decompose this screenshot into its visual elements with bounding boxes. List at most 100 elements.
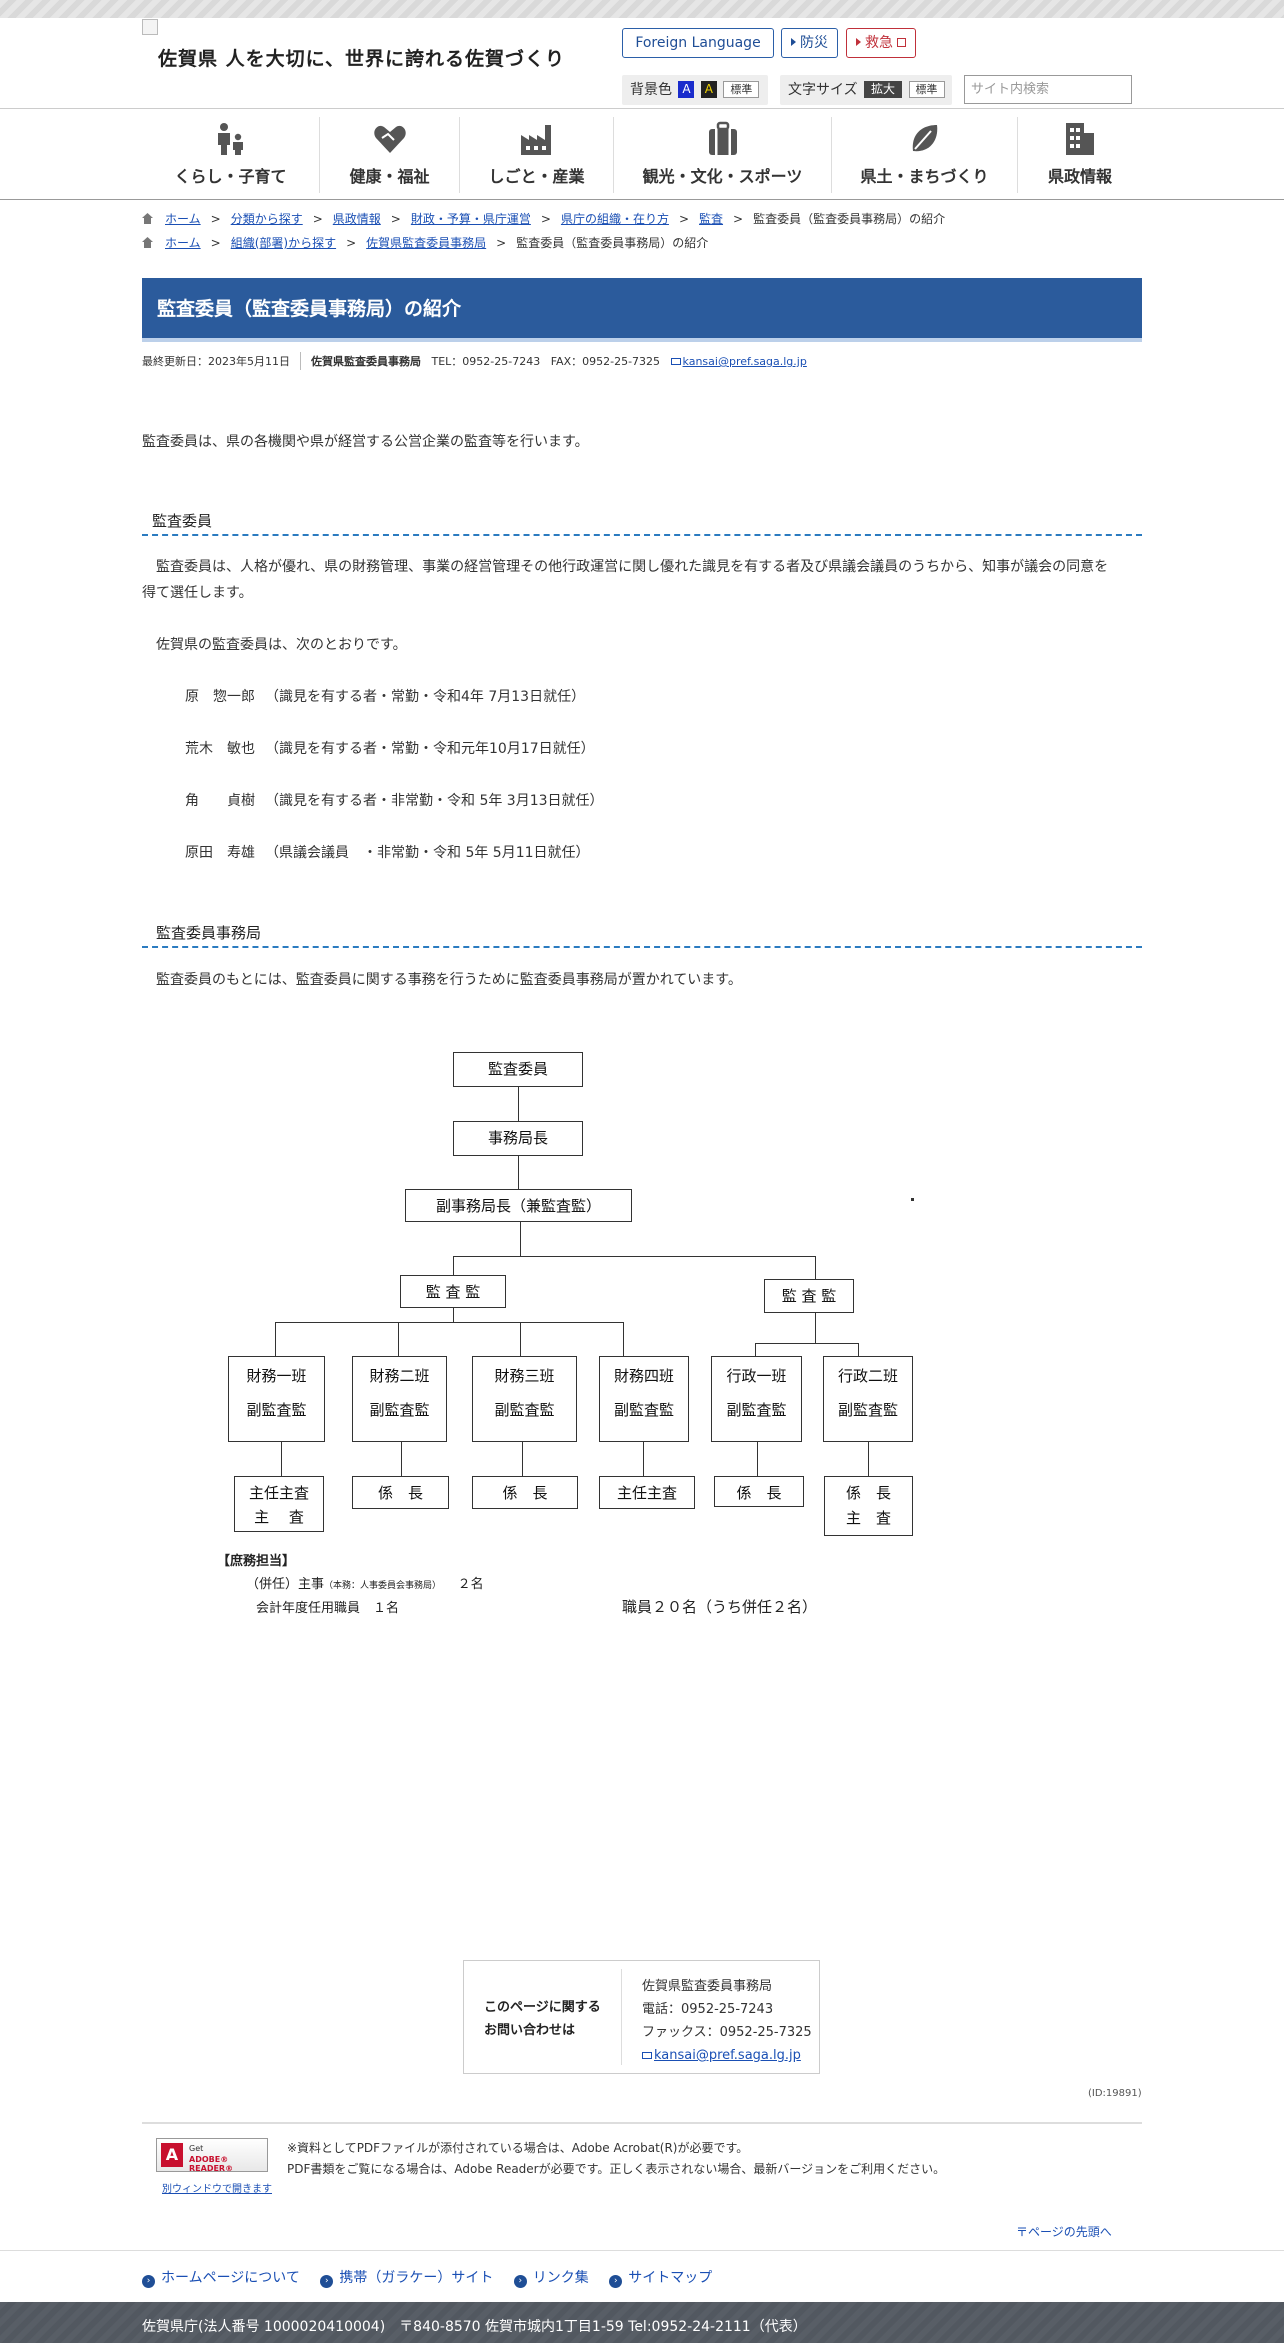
gnav-kensei[interactable]: 県政情報: [1018, 109, 1142, 200]
org-staff-box: 係 長: [472, 1476, 578, 1509]
breadcrumb-link[interactable]: 県庁の組織・在り方: [560, 212, 669, 226]
member-row: 原田 寿雄（県議会議員 ・非常勤・令和 5年 5月11日就任）: [185, 845, 590, 861]
section-heading: 監査委員事務局: [142, 916, 1142, 948]
fax: FAX：0952-25-7325: [550, 355, 661, 368]
org-box: 監 査 監: [764, 1279, 854, 1313]
get-adobe-reader-button[interactable]: A Get ADOBE® READER®: [156, 2138, 268, 2173]
org-team-box: 財務一班副監査監: [228, 1356, 325, 1442]
footer-link[interactable]: ›ホームページについて: [142, 2267, 300, 2288]
footer-link[interactable]: ›リンク集: [513, 2267, 589, 2288]
org-box: 監査委員: [453, 1052, 583, 1087]
org-staff-box: 係 長: [714, 1476, 804, 1507]
building-icon: [1066, 123, 1094, 155]
kyukyu-button[interactable]: 救急: [846, 28, 916, 58]
footer-link[interactable]: ›サイトマップ: [609, 2267, 712, 2288]
footer-bar: 佐賀県庁(法人番号 1000020410004) 〒840-8570 佐賀市城内…: [0, 2302, 1284, 2343]
site-logo[interactable]: [142, 19, 158, 35]
gnav-kurashi[interactable]: くらし・子育て: [142, 109, 319, 200]
member-row: 原 惣一郎（識見を有する者・常勤・令和4年 7月13日就任）: [185, 689, 586, 705]
breadcrumb-link[interactable]: 佐賀県監査委員事務局: [366, 236, 487, 250]
breadcrumb-link[interactable]: 分類から探す: [230, 212, 303, 226]
pdf-note: PDF書類をご覧になる場合は、Adobe Readerが必要です。正しく表示され…: [287, 2162, 946, 2176]
gnav-kenko[interactable]: 健康・福祉: [320, 109, 459, 200]
footer-link[interactable]: ›携帯（ガラケー）サイト: [320, 2267, 493, 2288]
home-icon: [142, 237, 153, 248]
breadcrumb-link[interactable]: 県政情報: [332, 212, 381, 226]
triangle-right-icon: [856, 38, 861, 46]
tel: TEL：0952-25-7243: [431, 355, 541, 368]
back-to-top-link[interactable]: 〒ページの先頭へ: [1016, 2225, 1112, 2239]
bousai-button[interactable]: 防災: [781, 28, 838, 58]
home-icon: [142, 213, 153, 224]
leaf-icon: [912, 125, 937, 152]
heart-hands-icon: [373, 125, 406, 153]
arrow-up-icon: 〒: [1016, 2225, 1029, 2239]
site-title[interactable]: 佐賀県 人を大切に、世界に誇れる佐賀づくり: [158, 48, 566, 70]
org-note: （併任）主事（本務：人事委員会事務局） ２名: [246, 1577, 484, 1592]
font-size-label: 文字サイズ: [788, 82, 858, 98]
contact-box: このページに関する お問い合わせは 佐賀県監査委員事務局 電話：0952-25-…: [463, 1960, 820, 2074]
org-team-box: 行政二班副監査監: [823, 1356, 913, 1442]
last-updated: 最終更新日：2023年5月11日: [142, 355, 290, 368]
breadcrumb-link[interactable]: 組織(部署)から探す: [230, 236, 337, 250]
chevron-right-icon: ›: [513, 2275, 527, 2288]
font-enlarge-button[interactable]: 拡大: [864, 81, 903, 98]
breadcrumb-link[interactable]: 財政・予算・県庁運営: [410, 212, 531, 226]
background-color-control: 背景色 A A 標準: [622, 75, 768, 105]
page-meta: 最終更新日：2023年5月11日 佐賀県監査委員事務局 TEL：0952-25-7…: [142, 352, 807, 370]
breadcrumb-link[interactable]: 監査: [699, 212, 724, 226]
org-team-box: 財務四班副監査監: [599, 1356, 689, 1442]
org-staff-box: 係 長主 査: [824, 1476, 913, 1536]
page-title: 監査委員（監査委員事務局）の紹介: [142, 278, 1142, 342]
external-window-icon: [897, 38, 906, 47]
org-team-box: 行政一班副監査監: [711, 1356, 802, 1442]
dept-name: 佐賀県監査委員事務局: [311, 355, 421, 368]
factory-icon: [520, 125, 551, 155]
breadcrumb-link[interactable]: ホーム: [165, 212, 201, 226]
org-staff-box: 主任主査: [599, 1476, 695, 1509]
org-team-box: 財務三班副監査監: [472, 1356, 577, 1442]
footer-address: 佐賀県庁(法人番号 1000020410004) 〒840-8570 佐賀市城内…: [142, 2319, 807, 2335]
page-id: (ID:19891): [1088, 2088, 1142, 2099]
org-total: 職員２０名（うち併任２名）: [622, 1598, 818, 1616]
bg-standard-button[interactable]: 標準: [723, 81, 760, 98]
section1-para: 監査委員は、人格が優れ、県の財務管理、事業の経営管理その他行政運営に関し優れた識…: [156, 559, 1109, 575]
gnav-kendo[interactable]: 県土・まちづくり: [832, 109, 1017, 200]
top-stripe: [0, 0, 1284, 18]
section2-para: 監査委員のもとには、監査委員に関する事務を行うために監査委員事務局が置かれていま…: [156, 972, 742, 988]
mail-icon: [642, 2052, 652, 2059]
font-size-control: 文字サイズ 拡大 標準: [780, 75, 952, 105]
adobe-pdf-icon: A: [161, 2143, 183, 2167]
breadcrumb: ホーム>分類から探す>県政情報>財政・予算・県庁運営>県庁の組織・在り方>監査>…: [142, 210, 945, 227]
contact-tel: 電話：0952-25-7243: [642, 2002, 774, 2017]
gnav-shigoto[interactable]: しごと・産業: [460, 109, 613, 200]
org-staff-box: 主任主査主 査: [234, 1476, 324, 1532]
breadcrumb-current: 監査委員（監査委員事務局）の紹介: [516, 236, 709, 250]
contact-fax: ファックス：0952-25-7325: [642, 2025, 812, 2040]
email-link[interactable]: kansai@pref.saga.lg.jp: [682, 355, 807, 368]
new-window-link[interactable]: 別ウィンドウで開きます: [162, 2184, 272, 2195]
breadcrumb-current: 監査委員（監査委員事務局）の紹介: [753, 212, 946, 226]
mail-icon: [670, 358, 681, 365]
bg-blue-button[interactable]: A: [678, 81, 695, 98]
section-heading: 監査委員: [142, 504, 1142, 536]
site-search-input[interactable]: [964, 75, 1132, 104]
bg-yellow-button[interactable]: A: [700, 81, 717, 98]
font-standard-button[interactable]: 標準: [908, 81, 945, 98]
org-box: 監 査 監: [400, 1275, 506, 1308]
org-staff-box: 係 長: [352, 1476, 449, 1509]
chevron-right-icon: ›: [320, 2275, 334, 2288]
footer-links: ›ホームページについて ›携帯（ガラケー）サイト ›リンク集 ›サイトマップ: [142, 2267, 728, 2288]
intro-text: 監査委員は、県の各機関や県が経営する公営企業の監査等を行います。: [142, 434, 589, 450]
breadcrumb-link[interactable]: ホーム: [165, 236, 201, 250]
contact-dept: 佐賀県監査委員事務局: [642, 1979, 773, 1994]
contact-email-link[interactable]: kansai@pref.saga.lg.jp: [654, 2048, 801, 2063]
member-row: 荒木 敏也（識見を有する者・常勤・令和元年10月17日就任）: [185, 741, 595, 757]
member-row: 角 貞樹（識見を有する者・非常勤・令和 5年 3月13日就任）: [185, 793, 604, 809]
pdf-note: ※資料としてPDFファイルが添付されている場合は、Adobe Acrobat(R…: [287, 2141, 749, 2155]
family-icon: [217, 123, 243, 155]
org-team-box: 財務二班副監査監: [352, 1356, 447, 1442]
foreign-language-button[interactable]: Foreign Language: [622, 28, 774, 58]
chevron-right-icon: ›: [142, 2275, 155, 2288]
gnav-kanko[interactable]: 観光・文化・スポーツ: [614, 109, 831, 200]
